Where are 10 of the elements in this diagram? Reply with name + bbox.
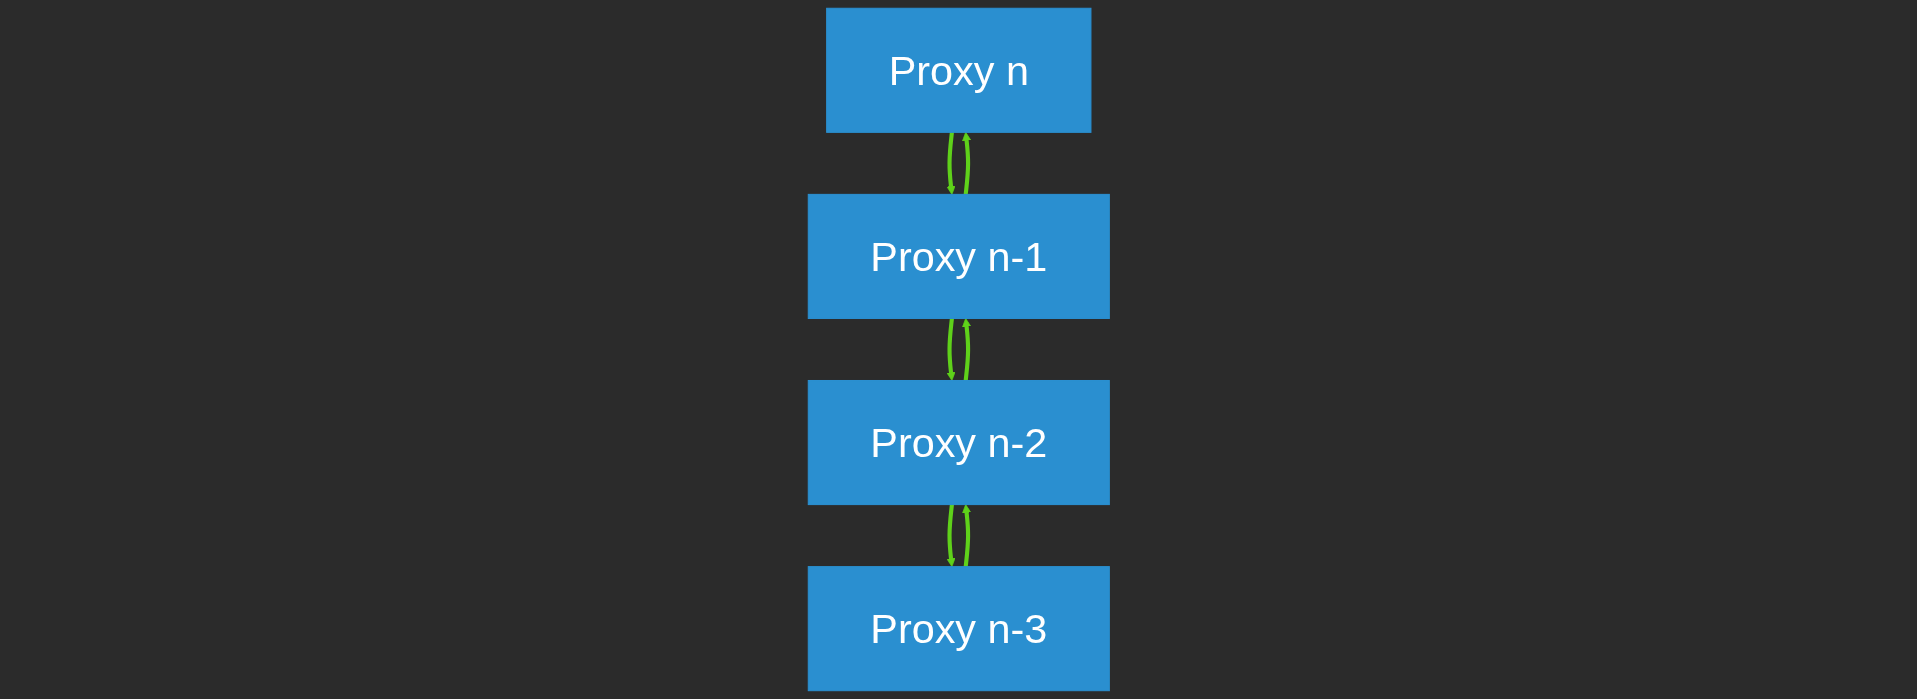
- node-box: Proxy n-2: [807, 380, 1110, 506]
- arrow: [946, 132, 956, 195]
- arrow: [946, 318, 956, 381]
- node-box: Proxy n-1: [807, 193, 1110, 319]
- arrow: [961, 318, 971, 381]
- arrow: [961, 131, 971, 195]
- node-box: Proxy n: [825, 7, 1092, 133]
- node-box: Proxy n-3: [807, 566, 1110, 692]
- arrow: [961, 504, 971, 567]
- arrow: [946, 504, 956, 568]
